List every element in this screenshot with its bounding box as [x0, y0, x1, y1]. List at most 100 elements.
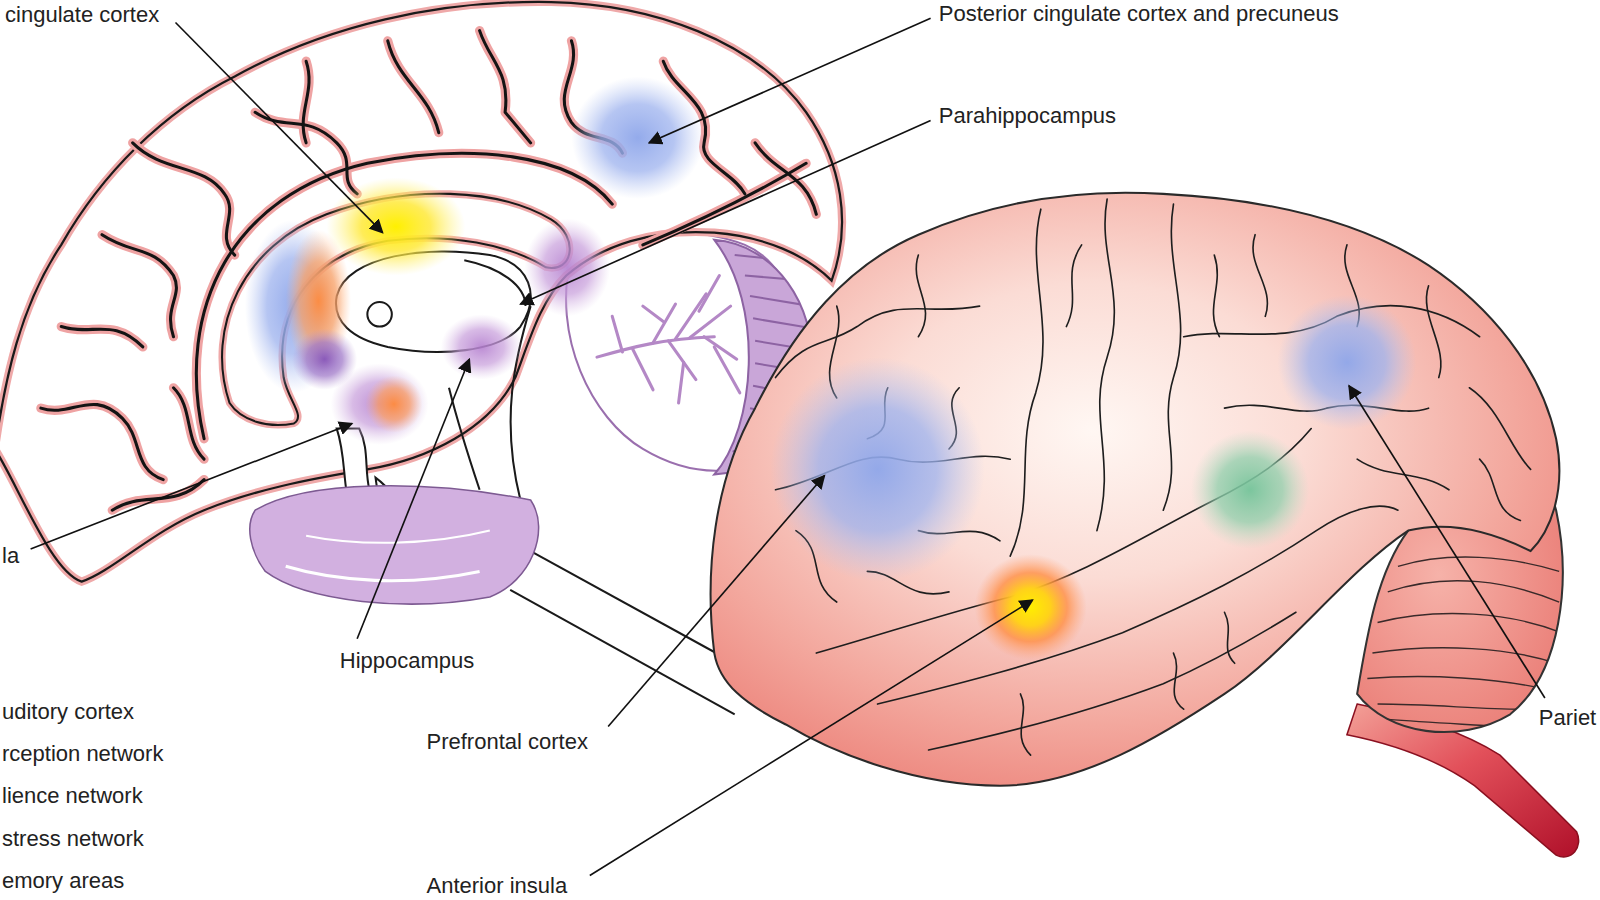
activation-blobs: [1191, 431, 1309, 549]
activation-blobs: [365, 376, 422, 433]
left-cerebellum: [745, 276, 806, 281]
medial-sulci: [196, 153, 612, 438]
legend-text: emory areas: [2, 868, 124, 893]
lateral-gyri: [916, 255, 925, 337]
left-cerebellum: [633, 349, 653, 390]
lateral-gyri: [1224, 612, 1234, 663]
activation-blobs: [974, 554, 1086, 660]
lateral-gyri: [1097, 199, 1114, 531]
lateral-gyri: [1010, 209, 1043, 556]
medial-sulci: [112, 480, 204, 511]
leader-line: [357, 359, 469, 639]
leader-line: [176, 22, 383, 232]
medial-sulci: [112, 480, 204, 511]
left-cerebellum: [699, 276, 719, 312]
medial-sulci: [102, 235, 176, 337]
lateral-gyri: [1253, 235, 1267, 317]
right-cerebellum: [1378, 704, 1521, 709]
left-cerebellum: [679, 362, 684, 403]
left-cerebellum: [597, 276, 740, 404]
medial-sulci: [102, 235, 176, 337]
medial-sulci: [303, 61, 309, 143]
medial-sulci: [61, 327, 143, 347]
brainstem: [510, 590, 734, 714]
medial-sulci: [41, 404, 163, 479]
thalamus: [367, 302, 391, 326]
medial-sulci: [41, 31, 817, 511]
legend-text: uditory cortex: [2, 699, 134, 724]
region-label: Prefrontal cortex: [427, 729, 588, 754]
medial-sulci: [41, 404, 163, 479]
medial-sulci: [388, 41, 439, 133]
left-cerebellum: [643, 306, 663, 321]
right-cerebellum: [1367, 677, 1543, 689]
medial-sulci: [41, 31, 817, 511]
leader-line: [520, 120, 930, 304]
legend-text: rception network: [2, 741, 163, 766]
medial-sulci: [133, 143, 235, 255]
right-cerebellum: [1378, 614, 1562, 633]
right-cerebellum: [1388, 719, 1500, 726]
region-label: la: [2, 543, 19, 568]
legend-text: lience network: [2, 783, 143, 808]
medial-sulci: [388, 41, 439, 133]
lateral-gyri: [1020, 694, 1030, 755]
medial-sulci: [133, 143, 235, 255]
left-cerebellum: [750, 296, 811, 306]
brainstem: [531, 551, 735, 663]
lateral-gyri: [1469, 388, 1530, 470]
left-cerebellum: [653, 304, 675, 343]
activation-blobs: [441, 314, 523, 379]
legend-text: stress network: [2, 826, 144, 851]
left-cerebellum: [690, 306, 731, 338]
region-label: Anterior insula: [427, 873, 568, 898]
medial-sulci: [61, 327, 143, 347]
lateral-gyri: [1066, 245, 1081, 327]
medial-sulci: [480, 31, 531, 143]
brainstem: [250, 486, 735, 715]
right-cerebellum: [1367, 557, 1561, 726]
region-label: Hippocampus: [340, 648, 475, 673]
region-label: cingulate cortex: [5, 2, 159, 27]
medial-sulci: [196, 153, 612, 438]
medial-sulci: [480, 31, 531, 143]
activation-blobs: [524, 218, 610, 316]
activation-blobs: [327, 178, 466, 276]
leader-line: [590, 600, 1033, 876]
activation-blobs: [770, 295, 1416, 660]
activation-blobs: [1278, 295, 1417, 430]
left-cerebellum: [612, 316, 622, 352]
lateral-gyri: [1163, 204, 1180, 510]
activation-blobs: [245, 77, 704, 445]
lateral-gyri: [1173, 653, 1183, 709]
activation-blobs: [571, 77, 704, 199]
medial-sulci: [255, 112, 357, 194]
lateral-gyri: [1426, 286, 1440, 378]
leader-line: [608, 476, 824, 727]
lateral-gyri: [1480, 459, 1521, 520]
leader-line: [31, 423, 352, 549]
right-cerebellum: [1372, 648, 1556, 664]
region-label: Posterior cingulate cortex and precuneus: [939, 1, 1339, 26]
leader-line: [31, 18, 1545, 875]
lateral-gyri: [1213, 255, 1219, 337]
leader-line: [649, 18, 931, 142]
lateral-gyri: [1357, 459, 1449, 490]
left-cerebellum: [676, 294, 707, 339]
activation-blobs: [331, 363, 429, 445]
activation-blobs: [770, 357, 984, 581]
left-cerebellum: [714, 347, 740, 393]
medial-sulci: [41, 31, 817, 511]
region-label: Pariet: [1539, 705, 1596, 730]
leader-line: [1349, 386, 1545, 698]
left-cerebellum: [735, 255, 786, 260]
medial-sulci: [303, 61, 309, 143]
thalamus: [449, 388, 480, 490]
right-cerebrum: [711, 193, 1560, 786]
thalamus: [464, 260, 525, 306]
right-cerebellum: [1398, 557, 1559, 571]
region-label: Parahippocampus: [939, 103, 1116, 128]
right-cerebrum: [711, 193, 1560, 786]
medial-sulci: [755, 143, 816, 214]
